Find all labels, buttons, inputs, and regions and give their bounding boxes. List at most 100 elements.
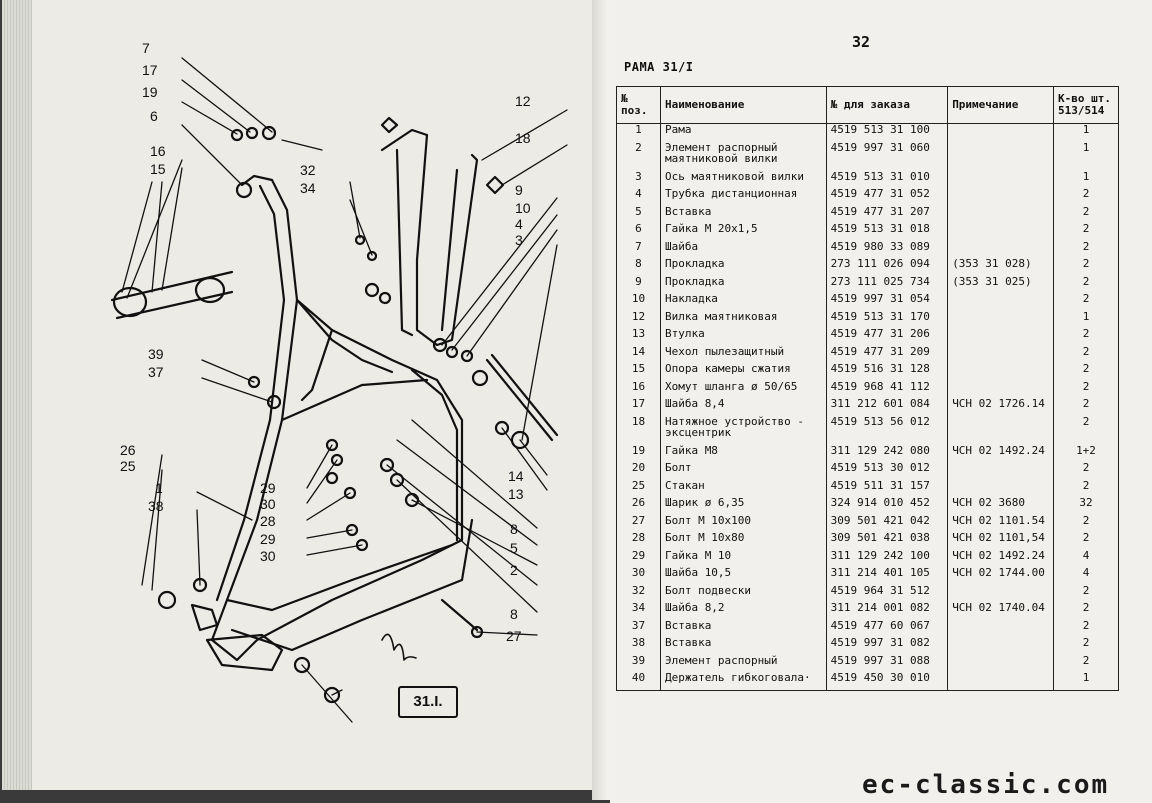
part-note <box>947 619 1055 637</box>
callout-30b: 30 <box>260 548 276 564</box>
col-name: Наименование <box>659 86 827 124</box>
part-order-no: 4519 477 31 209 <box>825 345 949 363</box>
part-qty: 2 <box>1053 223 1119 241</box>
part-note <box>947 123 1055 142</box>
part-pos: 27 <box>616 514 661 532</box>
part-qty: 2 <box>1053 479 1119 497</box>
part-pos: 13 <box>616 328 661 346</box>
part-note <box>947 479 1055 497</box>
callout-10: 10 <box>515 200 531 216</box>
part-pos: 3 <box>616 170 661 188</box>
part-name: Шайба 8,4 <box>659 398 827 416</box>
part-qty: 2 <box>1053 637 1119 655</box>
page-edges <box>2 0 32 790</box>
part-qty: 2 <box>1053 275 1119 293</box>
part-order-no: 4519 997 31 088 <box>825 654 949 672</box>
callout-18: 18 <box>515 130 531 146</box>
callout-4: 4 <box>515 216 523 232</box>
part-pos: 1 <box>616 123 661 142</box>
part-pos: 37 <box>616 619 661 637</box>
part-pos: 39 <box>616 654 661 672</box>
callout-7: 7 <box>142 40 150 56</box>
part-order-no: 4519 513 30 012 <box>825 462 949 480</box>
part-qty: 2 <box>1053 514 1119 532</box>
part-qty: 2 <box>1053 240 1119 258</box>
part-name: Шайба <box>659 240 827 258</box>
part-note <box>947 223 1055 241</box>
part-name: Прокладка <box>659 275 827 293</box>
col-qty: К-во шт. 513/514 <box>1053 86 1119 124</box>
part-order-no: 324 914 010 452 <box>825 497 949 515</box>
part-name: Гайка М 10 <box>659 549 827 567</box>
part-order-no: 4519 513 31 100 <box>825 123 949 142</box>
part-name: Болт подвески <box>659 584 827 602</box>
part-note <box>947 415 1055 445</box>
part-pos: 9 <box>616 275 661 293</box>
part-pos: 30 <box>616 567 661 585</box>
figure-label: 31.I. <box>398 686 458 718</box>
callout-32: 32 <box>300 162 316 178</box>
part-pos: 34 <box>616 602 661 620</box>
part-pos: 12 <box>616 310 661 328</box>
part-name: Шайба 10,5 <box>659 567 827 585</box>
part-qty: 1 <box>1053 123 1119 142</box>
part-note: ЧСН 02 1492.24 <box>947 444 1055 462</box>
part-name: Вставка <box>659 205 827 223</box>
part-qty: 2 <box>1053 345 1119 363</box>
part-pos: 10 <box>616 293 661 311</box>
part-order-no: 4519 477 31 206 <box>825 328 949 346</box>
callout-17: 17 <box>142 62 158 78</box>
part-name: Прокладка <box>659 258 827 276</box>
callout-16: 16 <box>150 143 166 159</box>
callout-38: 38 <box>148 498 164 514</box>
callout-25: 25 <box>120 458 136 474</box>
part-qty: 2 <box>1053 462 1119 480</box>
swing-fork <box>380 128 479 347</box>
part-order-no: 4519 450 30 010 <box>825 672 949 691</box>
part-qty: 1+2 <box>1053 444 1119 462</box>
part-name: Втулка <box>659 328 827 346</box>
part-note: ЧСН 02 1101,54 <box>947 532 1055 550</box>
part-order-no: 4519 511 31 157 <box>825 479 949 497</box>
callout-14: 14 <box>508 468 524 484</box>
part-qty: 2 <box>1053 398 1119 416</box>
callout-8b: 8 <box>510 606 518 622</box>
part-pos: 26 <box>616 497 661 515</box>
part-pos: 29 <box>616 549 661 567</box>
nut <box>235 181 253 199</box>
part-order-no: 4519 968 41 112 <box>825 380 949 398</box>
callout-6: 6 <box>150 108 158 124</box>
part-pos: 16 <box>616 380 661 398</box>
part-note: (353 31 028) <box>947 258 1055 276</box>
part-qty: 1 <box>1053 672 1119 691</box>
part-order-no: 4519 997 31 082 <box>825 637 949 655</box>
part-note <box>947 672 1055 691</box>
part-order-no: 4519 980 33 089 <box>825 240 949 258</box>
callout-37: 37 <box>148 364 164 380</box>
part-note: ЧСН 02 1492.24 <box>947 549 1055 567</box>
part-order-no: 311 212 601 084 <box>825 398 949 416</box>
callout-26: 26 <box>120 442 136 458</box>
part-name: Элемент распорный <box>659 654 827 672</box>
signature <box>381 633 417 661</box>
part-pos: 28 <box>616 532 661 550</box>
part-order-no: 4519 477 60 067 <box>825 619 949 637</box>
callout-9: 9 <box>515 182 523 198</box>
part-order-no: 4519 964 31 512 <box>825 584 949 602</box>
part-name: Болт <box>659 462 827 480</box>
part-name: Стакан <box>659 479 827 497</box>
part-name: Элемент распорный маятниковой вилки <box>659 141 827 171</box>
